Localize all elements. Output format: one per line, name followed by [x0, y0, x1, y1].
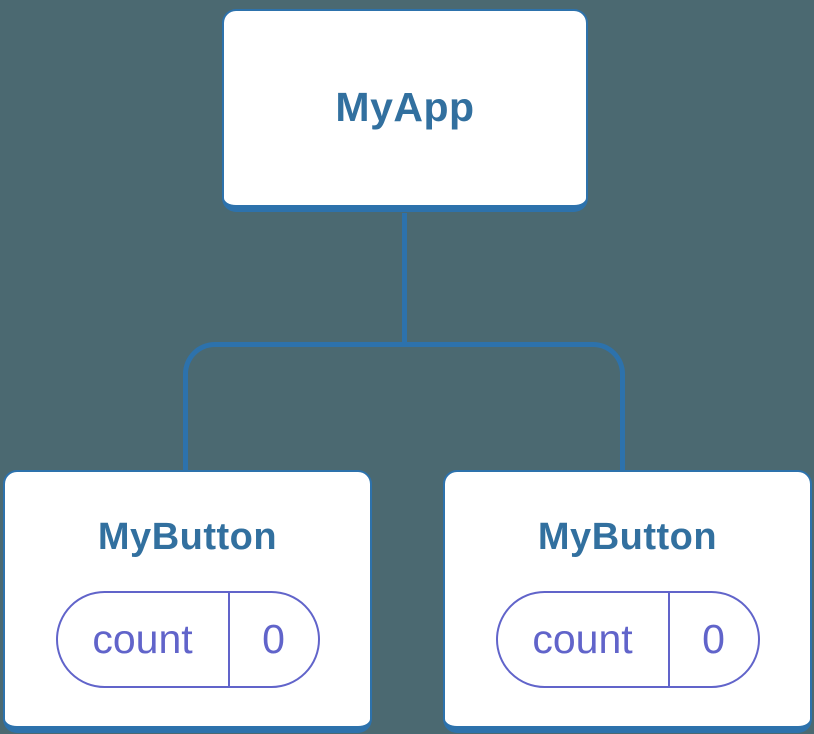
node-mybutton-second: MyButton count 0	[443, 470, 812, 733]
state-name-label: count	[498, 592, 670, 686]
connector-stem-line	[402, 213, 407, 347]
state-value: 0	[262, 615, 285, 662]
node-myapp: MyApp	[222, 9, 588, 212]
state-pill-second: count 0	[495, 590, 760, 688]
node-mybutton-first-label: MyButton	[97, 516, 278, 558]
node-mybutton-first: MyButton count 0	[3, 470, 372, 733]
node-mybutton-second-label: MyButton	[537, 516, 718, 558]
state-value: 0	[702, 615, 725, 662]
node-myapp-label: MyApp	[335, 84, 475, 131]
state-name-label: count	[58, 592, 230, 686]
state-pill-first: count 0	[55, 590, 320, 688]
connector-bracket-line	[183, 342, 625, 470]
